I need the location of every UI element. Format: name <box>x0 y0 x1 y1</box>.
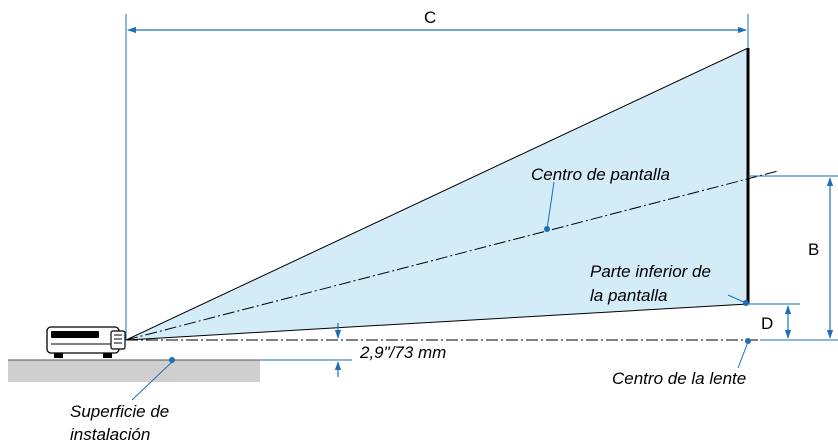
screen-bottom-leader <box>727 294 747 304</box>
label-screen-bottom-line2: la pantalla <box>590 286 668 305</box>
surface-dot <box>169 357 175 363</box>
screen-center-dot <box>544 226 550 232</box>
label-surface-line2: instalación <box>70 425 151 444</box>
label-screen-bottom-line1: Parte inferior de <box>590 262 711 281</box>
label-surface-line1: Superficie de <box>70 402 170 421</box>
screen-bottom-dot <box>743 300 749 306</box>
label-b: B <box>808 240 820 259</box>
label-screen-center: Centro de pantalla <box>531 165 670 184</box>
label-d: D <box>761 314 774 333</box>
label-lens-center: Centro de la lente <box>612 369 747 388</box>
surface-leader <box>131 361 173 401</box>
screen-center-leader <box>546 181 555 230</box>
label-c: C <box>424 8 437 27</box>
lens-center-dot <box>745 338 751 344</box>
installation-surface <box>8 360 260 382</box>
lens-center-leader <box>737 341 749 369</box>
label-lens-offset: 2,9"/73 mm <box>360 343 447 362</box>
screen-center-line <box>125 170 779 341</box>
projector-icon <box>46 326 126 358</box>
